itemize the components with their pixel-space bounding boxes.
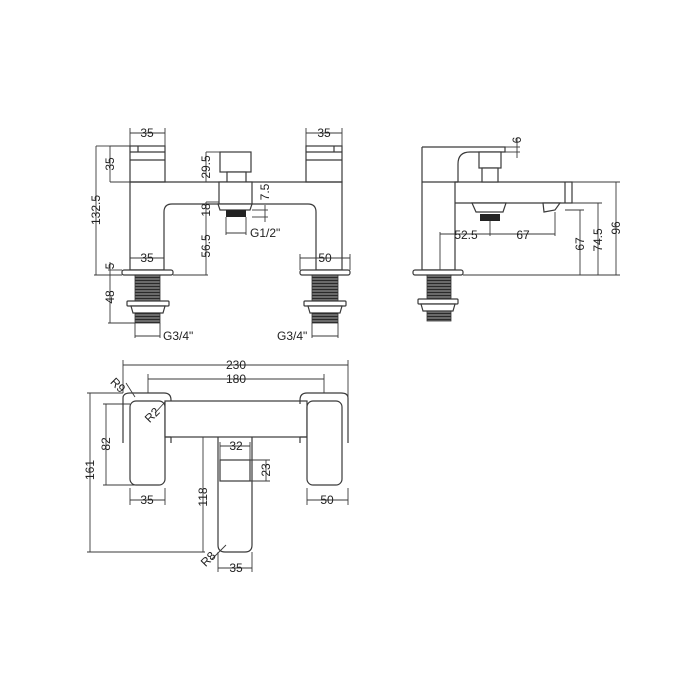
dim-handle-height: 35 [103, 157, 117, 171]
dim-top-offset: 6 [510, 136, 524, 143]
dim-outlet-to-body: 52.5 [454, 228, 478, 242]
left-handle-outline [122, 392, 172, 443]
top-view: 230 180 R9 R2 82 161 32 23 118 R8 35 35 … [83, 358, 349, 575]
dim-right-handle-width: 50 [320, 493, 334, 507]
dim-overall-height: 132.5 [89, 195, 103, 225]
dim-outlet-spacing: 67 [516, 228, 530, 242]
dim-spout-depth: 118 [196, 487, 210, 506]
dim-handle-width-left: 35 [140, 126, 154, 140]
dim-side-overall-height: 96 [609, 221, 623, 235]
dim-outlet-thread: G1/2" [250, 226, 280, 240]
dim-handle-depth: 82 [99, 437, 113, 451]
dim-overall-width: 230 [226, 358, 246, 372]
spout-top [217, 437, 253, 553]
dim-diverter-depth: 23 [259, 463, 273, 477]
dim-thread-right: G3/4" [277, 329, 307, 343]
front-view: 35 35 35 132.5 29.5 7.5 18 G1/2" 56.5 35… [89, 126, 351, 343]
dim-spout-height: 67 [573, 237, 587, 251]
body-outline [129, 181, 343, 271]
dim-diverter-offset: 7.5 [258, 183, 272, 200]
side-view: 6 52.5 67 67 74.5 96 [412, 136, 623, 322]
dim-outlet-height: 18 [199, 203, 213, 217]
dim-overall-depth: 161 [83, 460, 97, 480]
dim-left-handle-width: 35 [140, 493, 154, 507]
dim-handle-width-right: 35 [317, 126, 331, 140]
diverter-knob [219, 151, 252, 173]
dim-diverter-height: 29.5 [199, 155, 213, 179]
dim-spout-top: 74.5 [591, 228, 605, 252]
front-dimensions [94, 128, 351, 338]
dim-flange: 5 [103, 262, 117, 269]
dim-centres: 180 [226, 372, 246, 386]
dim-shank-length: 48 [103, 290, 117, 304]
top-body [164, 400, 308, 438]
dim-diverter-width: 32 [229, 439, 243, 453]
dim-clearance: 56.5 [199, 234, 213, 258]
outlet-thread [226, 210, 246, 217]
right-handle-top [306, 400, 343, 486]
dim-leg-width-right: 50 [318, 251, 332, 265]
dim-leg-width-left: 35 [140, 251, 154, 265]
dim-spout-width: 35 [229, 561, 243, 575]
left-handle-top [129, 400, 166, 486]
dim-thread-left: G3/4" [163, 329, 193, 343]
